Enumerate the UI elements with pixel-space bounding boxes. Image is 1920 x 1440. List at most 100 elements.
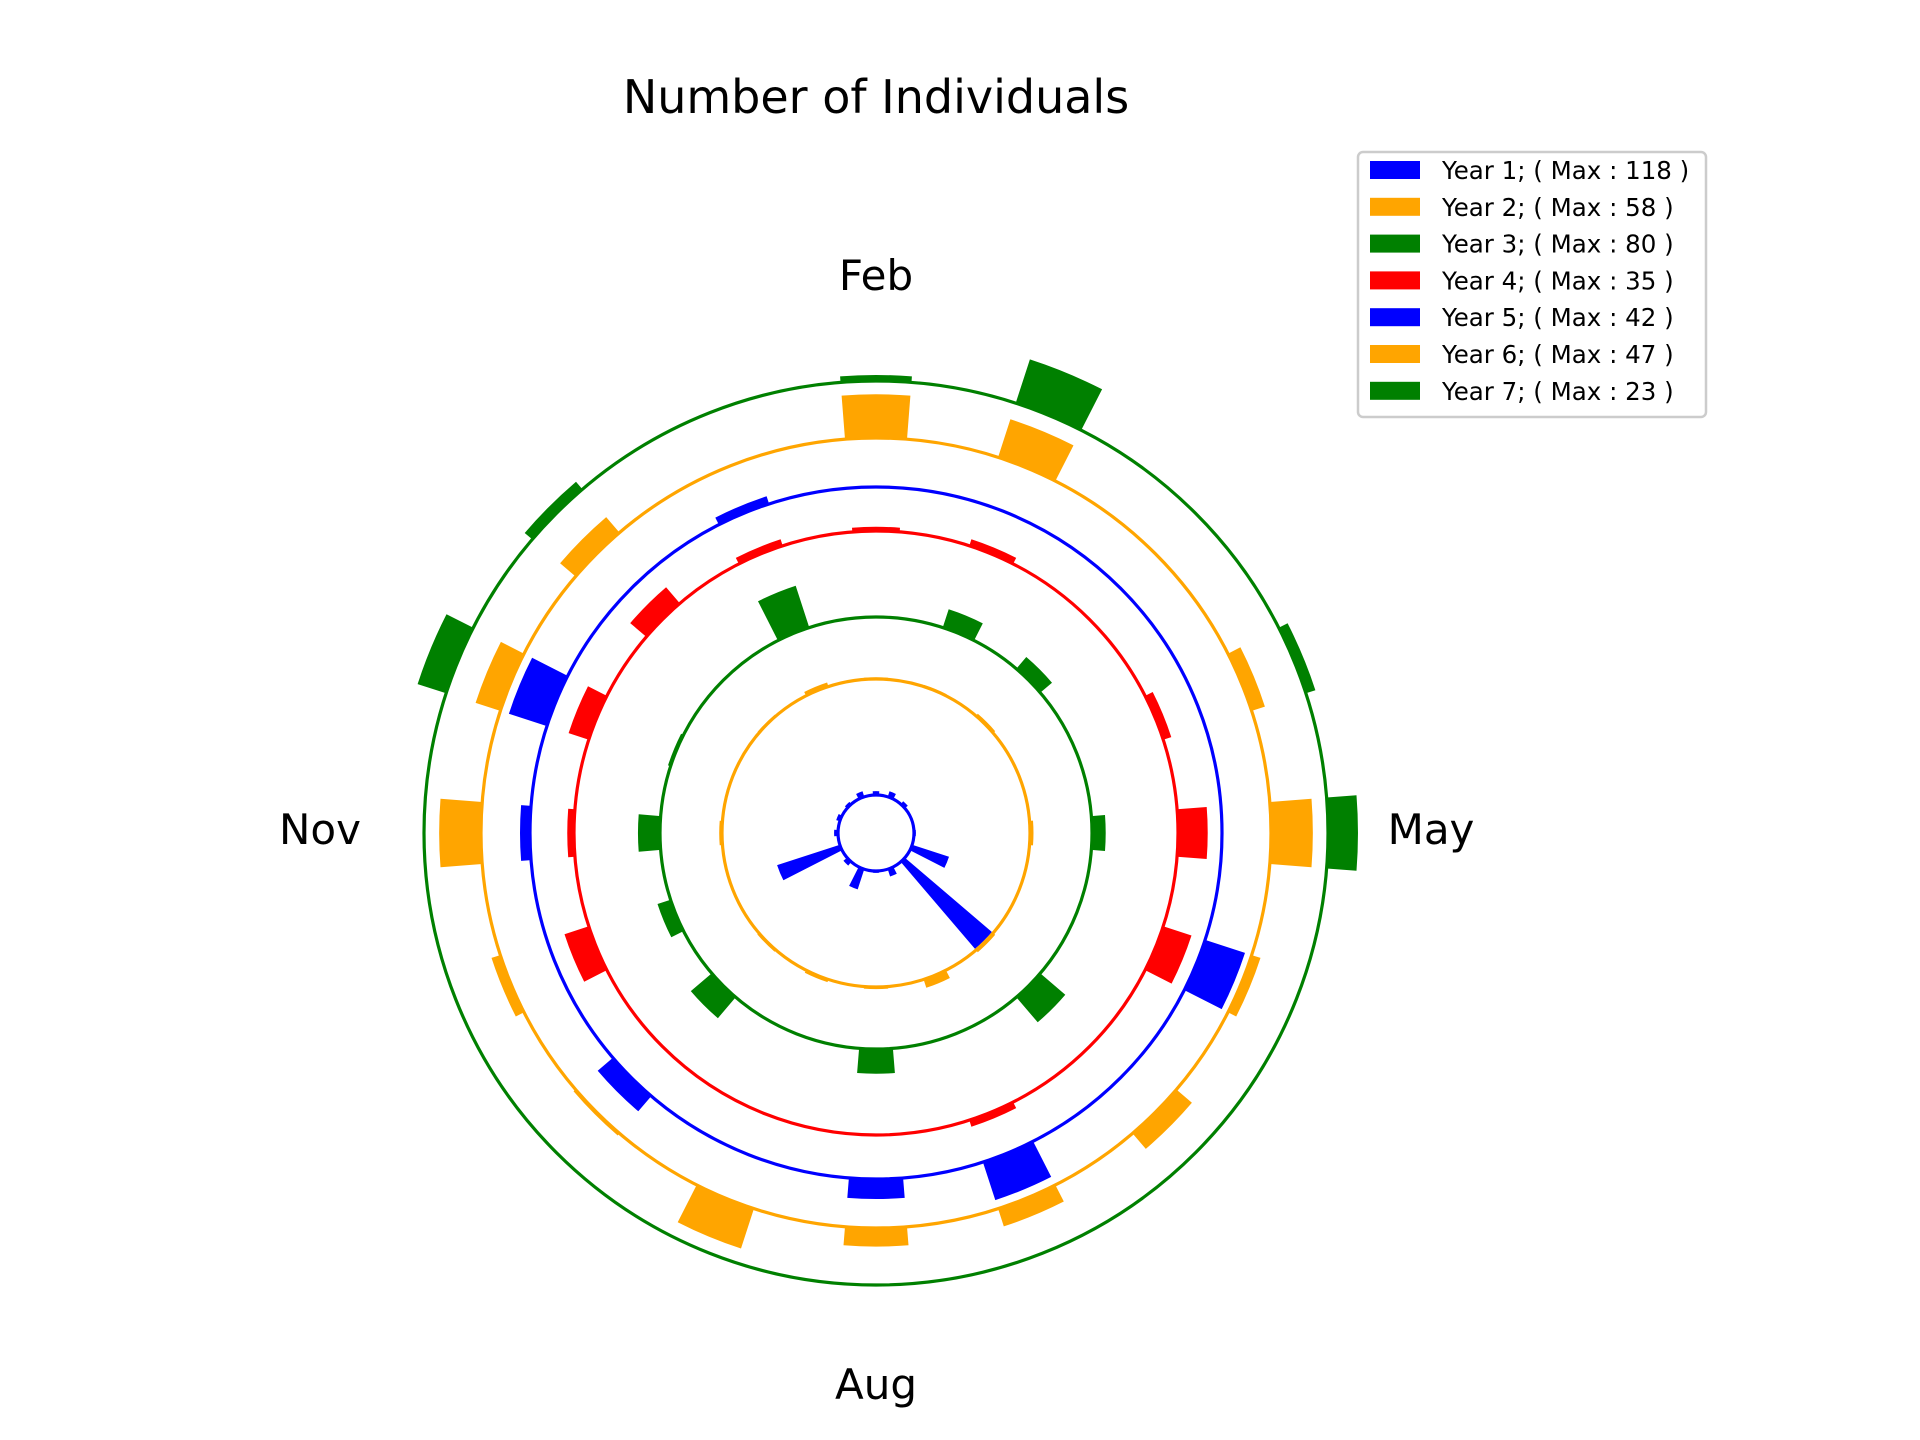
bar-year-4-sector-14 bbox=[568, 686, 607, 740]
bar-year-2-sector-16 bbox=[804, 682, 829, 696]
bar-year-4-sector-4 bbox=[1145, 692, 1172, 740]
bar-year-1-sector-8 bbox=[887, 866, 897, 877]
bar-year-3-sector-12 bbox=[657, 899, 684, 938]
legend-swatch-year-1 bbox=[1370, 161, 1420, 179]
bar-year-1-sector-10 bbox=[849, 866, 865, 890]
bar-year-1-sector-15 bbox=[844, 801, 852, 809]
month-label-may: May bbox=[1388, 805, 1475, 854]
bar-year-2-sector-4 bbox=[1013, 762, 1024, 786]
bar-year-6-sector-4 bbox=[1227, 647, 1265, 711]
bar-year-5-sector-11 bbox=[597, 1057, 652, 1112]
bar-year-7-sector-15 bbox=[524, 481, 583, 540]
bar-year-2-sector-2 bbox=[923, 684, 947, 696]
month-label-feb: Feb bbox=[839, 251, 913, 300]
bar-year-4-sector-5 bbox=[1177, 807, 1208, 859]
bar-year-3-sector-16 bbox=[758, 585, 810, 641]
bar-year-6-sector-6 bbox=[1227, 955, 1261, 1017]
bar-year-6-sector-2 bbox=[998, 419, 1074, 482]
bar-year-4-sector-12 bbox=[564, 926, 607, 982]
bar-year-4-sector-15 bbox=[630, 587, 680, 637]
bar-year-3-sector-3 bbox=[1016, 657, 1052, 693]
legend-label-year-3: Year 3; ( Max : 80 ) bbox=[1441, 230, 1674, 259]
bar-year-7-sector-4 bbox=[1278, 623, 1316, 694]
legend-swatch-year-4 bbox=[1370, 271, 1420, 290]
bar-year-1-sector-12 bbox=[777, 844, 843, 881]
legend-swatch-year-3 bbox=[1370, 234, 1420, 253]
ring-year-6 bbox=[479, 436, 1273, 1230]
month-label-aug: Aug bbox=[835, 1360, 917, 1409]
legend-label-year-1: Year 1; ( Max : 118 ) bbox=[1441, 156, 1689, 185]
bar-year-1-sector-1 bbox=[872, 791, 880, 796]
bar-year-5-sector-14 bbox=[508, 657, 568, 727]
ring-year-2 bbox=[720, 677, 1032, 989]
bar-year-1-sector-16 bbox=[856, 791, 865, 800]
bar-year-5-sector-9 bbox=[847, 1177, 905, 1200]
bar-year-4-sector-6 bbox=[1145, 926, 1192, 984]
bar-year-6-sector-15 bbox=[560, 517, 620, 577]
legend-swatch-year-6 bbox=[1370, 345, 1420, 363]
bar-year-7-sector-14 bbox=[417, 614, 474, 694]
bar-year-6-sector-12 bbox=[491, 955, 525, 1017]
ring-year-5 bbox=[528, 485, 1224, 1181]
legend-label-year-2: Year 2; ( Max : 58 ) bbox=[1441, 193, 1674, 222]
bar-year-2-sector-8 bbox=[923, 970, 950, 988]
legend-label-year-5: Year 5; ( Max : 42 ) bbox=[1441, 303, 1674, 332]
bar-year-5-sector-13 bbox=[520, 805, 532, 861]
bar-year-6-sector-9 bbox=[843, 1226, 909, 1247]
bar-year-2-sector-7 bbox=[976, 933, 996, 953]
bar-year-6-sector-8 bbox=[998, 1184, 1064, 1227]
bar-year-3-sector-7 bbox=[1016, 973, 1066, 1023]
bar-year-2-sector-9 bbox=[863, 986, 889, 990]
bar-year-6-sector-13 bbox=[439, 798, 483, 868]
legend-label-year-7: Year 7; ( Max : 23 ) bbox=[1441, 377, 1674, 406]
chart-title: Number of Individuals bbox=[623, 70, 1129, 124]
bar-year-2-sector-13 bbox=[719, 820, 723, 846]
bar-year-1-sector-13 bbox=[834, 829, 839, 837]
month-label-nov: Nov bbox=[279, 805, 361, 854]
legend-label-year-4: Year 4; ( Max : 35 ) bbox=[1441, 266, 1674, 295]
bar-year-6-sector-11 bbox=[573, 1089, 620, 1136]
bar-year-2-sector-3 bbox=[976, 713, 996, 733]
bar-year-4-sector-1 bbox=[852, 526, 900, 532]
bar-year-5-sector-8 bbox=[982, 1141, 1052, 1201]
bar-year-1-sector-6 bbox=[909, 844, 949, 868]
legend-label-year-6: Year 6; ( Max : 47 ) bbox=[1441, 340, 1674, 369]
bar-year-4-sector-8 bbox=[969, 1102, 1017, 1127]
ring-year-3 bbox=[658, 615, 1094, 1051]
bar-year-4-sector-13 bbox=[567, 808, 575, 858]
bar-year-7-sector-2 bbox=[1015, 359, 1103, 431]
legend-frame bbox=[1356, 150, 1708, 419]
rings-layer bbox=[417, 359, 1358, 1287]
bar-year-6-sector-10 bbox=[677, 1184, 754, 1249]
bar-year-1-sector-5 bbox=[913, 829, 916, 837]
bar-year-7-sector-5 bbox=[1326, 795, 1358, 871]
bar-year-2-sector-10 bbox=[804, 970, 829, 983]
bar-year-3-sector-14 bbox=[668, 733, 684, 767]
bar-year-3-sector-11 bbox=[690, 973, 736, 1019]
bar-year-3-sector-9 bbox=[857, 1048, 895, 1074]
bar-year-2-sector-14 bbox=[728, 762, 739, 786]
bar-year-6-sector-1 bbox=[841, 394, 911, 440]
bar-year-5-sector-16 bbox=[715, 496, 770, 525]
ring-year-4 bbox=[572, 529, 1180, 1137]
bar-year-7-sector-1 bbox=[840, 374, 912, 383]
bar-year-1-sector-11 bbox=[843, 857, 852, 866]
bar-year-4-sector-2 bbox=[969, 539, 1017, 564]
bar-year-3-sector-2 bbox=[942, 609, 983, 641]
bar-year-2-sector-5 bbox=[1029, 820, 1034, 846]
bar-year-2-sector-1 bbox=[863, 677, 889, 680]
legend-swatch-year-7 bbox=[1370, 381, 1420, 400]
bar-year-6-sector-7 bbox=[1132, 1089, 1192, 1149]
legend-swatch-year-2 bbox=[1370, 197, 1420, 216]
bar-year-5-sector-6 bbox=[1184, 939, 1245, 1010]
bar-year-4-sector-16 bbox=[735, 539, 783, 564]
legend: Year 1; ( Max : 118 ) Year 2; ( Max : 58 … bbox=[1356, 150, 1708, 419]
legend-swatch-year-5 bbox=[1370, 308, 1420, 327]
ring-year-1 bbox=[836, 793, 916, 873]
bar-year-6-sector-5 bbox=[1269, 798, 1313, 868]
bar-year-2-sector-12 bbox=[728, 880, 739, 904]
bar-year-6-sector-14 bbox=[475, 641, 525, 711]
bar-year-3-sector-13 bbox=[637, 814, 661, 852]
bar-year-1-sector-2 bbox=[887, 791, 896, 800]
